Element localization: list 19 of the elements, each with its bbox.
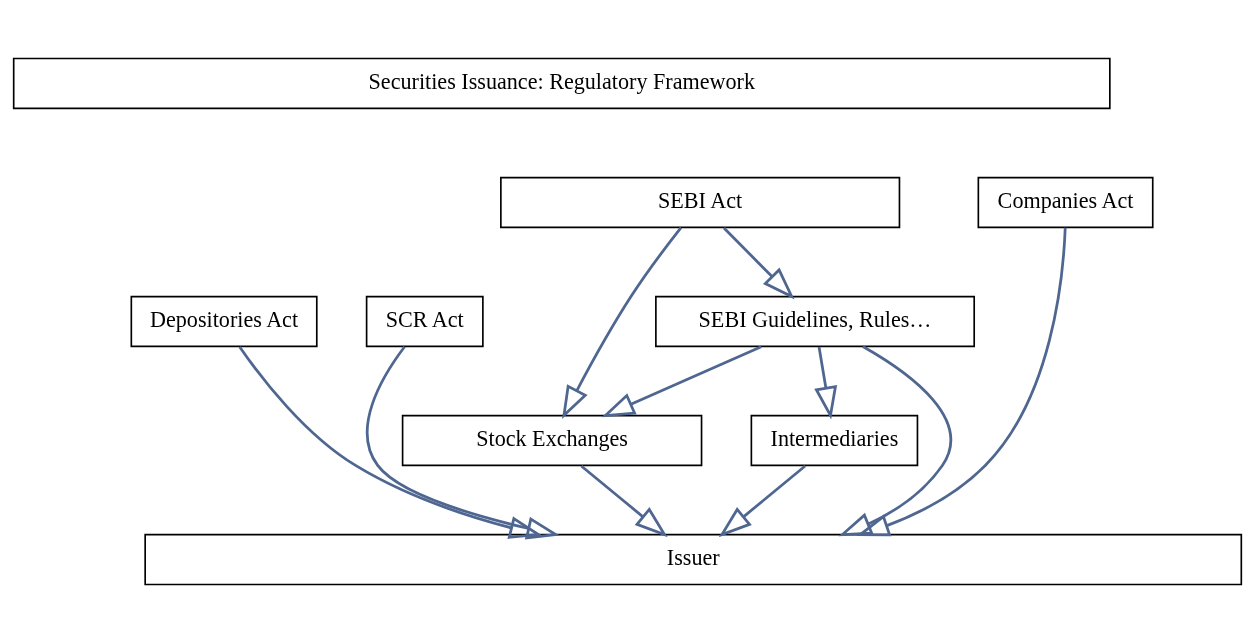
arrow — [838, 345, 952, 537]
arrow — [601, 345, 762, 418]
node-box: Intermediaries — [750, 414, 919, 467]
arrow — [723, 226, 795, 300]
node-box: SEBI Act — [500, 176, 901, 229]
arrow — [856, 227, 1067, 537]
arrow — [238, 346, 543, 539]
node-box: Companies Act — [977, 176, 1154, 229]
arrow — [718, 464, 807, 538]
node-box: SCR Act — [365, 295, 484, 348]
arrow — [580, 464, 668, 538]
node-box: Issuer — [144, 533, 1243, 586]
node-box: Securities Issuance: Regulatory Framework — [12, 57, 1111, 110]
arrow — [365, 345, 560, 540]
arrow — [814, 346, 838, 420]
node-box: SEBI Guidelines, Rules… — [655, 295, 976, 348]
node-box: Stock Exchanges — [401, 414, 703, 467]
arrow — [562, 226, 683, 420]
node-box: Depositories Act — [130, 295, 318, 348]
